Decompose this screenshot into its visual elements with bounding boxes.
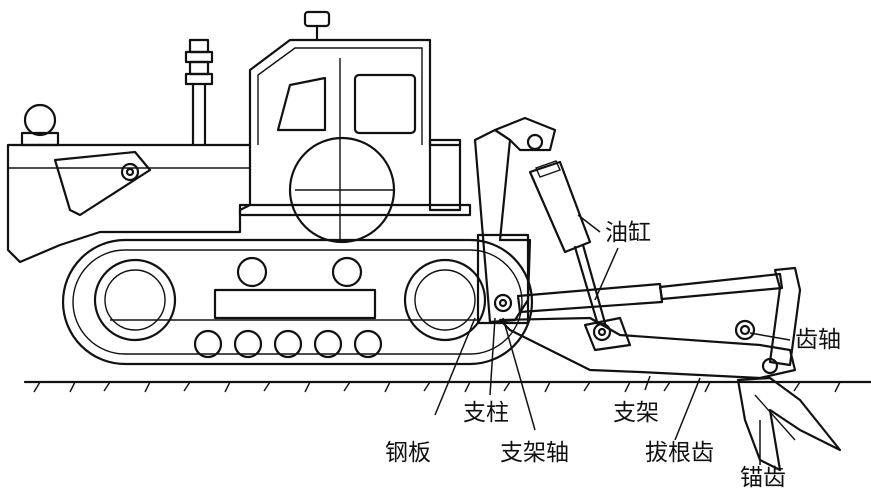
label-pillar: 支柱 bbox=[463, 400, 509, 426]
track-assembly bbox=[61, 238, 534, 366]
label-frame: 支架 bbox=[613, 400, 659, 426]
label-cylinder: 油缸 bbox=[605, 220, 651, 246]
exhaust-stack bbox=[184, 38, 214, 147]
hydraulic-cylinder bbox=[528, 160, 607, 327]
upper-arm bbox=[493, 116, 557, 152]
cab bbox=[238, 10, 472, 244]
label-anchor-tooth: 锚齿 bbox=[740, 465, 786, 491]
label-steel-plate: 钢板 bbox=[385, 440, 431, 466]
leader-lines bbox=[434, 214, 791, 465]
label-frame-shaft: 支架轴 bbox=[500, 440, 569, 466]
engine-hood bbox=[6, 103, 252, 264]
label-tooth-shaft: 齿轴 bbox=[795, 327, 841, 353]
horizontal-link-cylinder bbox=[516, 266, 802, 367]
anchor-tooth bbox=[736, 376, 842, 472]
label-root-tooth: 拔根齿 bbox=[645, 440, 714, 466]
ripper-frame bbox=[498, 316, 797, 380]
